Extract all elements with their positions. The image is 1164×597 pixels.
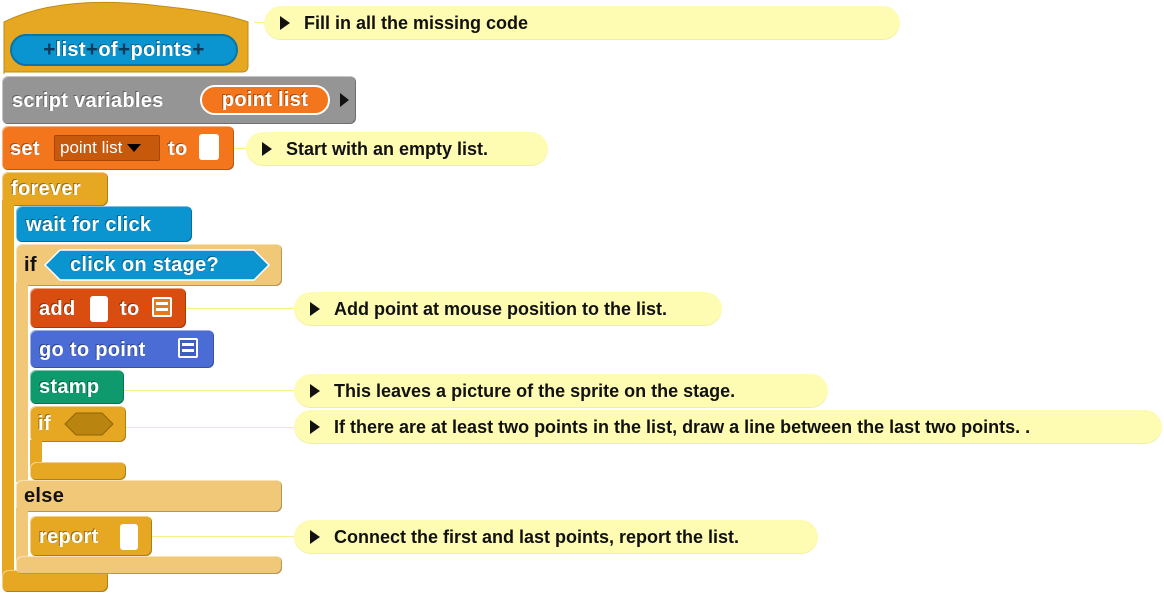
else-label: else [24,485,65,507]
arrow-right-icon[interactable] [310,302,320,316]
arrow-right-icon[interactable] [310,384,320,398]
go-to-point-label: go to point [39,339,146,361]
inner-if-top[interactable]: if [30,406,126,442]
value-input-slot[interactable] [199,134,219,160]
forever-top[interactable]: forever [2,172,108,206]
add-item-slot[interactable] [90,296,108,322]
add-to-label: to [120,298,140,320]
inner-if-label: if [38,413,51,435]
arrow-right-icon[interactable] [340,93,349,107]
set-block[interactable]: set point list to [2,126,234,170]
set-label: set [10,138,40,160]
hat-block[interactable]: + list + of + points + [0,0,254,74]
plus-4[interactable]: + [192,38,205,61]
if-else-arm-bottom [16,508,28,564]
comment-fill-missing[interactable]: Fill in all the missing code [264,6,900,40]
proto-word-points: points [130,38,193,61]
plus-2[interactable]: + [85,38,99,61]
arrow-right-icon[interactable] [310,420,320,434]
inner-if-bottom [30,462,126,480]
script-variables-label: script variables [12,90,164,112]
else-bar: else [16,480,282,512]
stamp-block[interactable]: stamp [30,370,124,404]
forever-label: forever [11,178,81,200]
comment-text: Fill in all the missing code [304,12,529,33]
report-value-slot[interactable] [120,524,138,550]
stamp-label: stamp [39,376,100,398]
arrow-right-icon[interactable] [262,142,272,156]
report-label: report [39,526,99,548]
predicate-label: click on stage? [70,254,219,276]
click-on-stage-predicate[interactable]: click on stage? [44,249,270,281]
variable-dropdown[interactable]: point list [54,135,160,161]
predicate-shape [44,249,270,281]
if-label: if [24,254,37,276]
report-block[interactable]: report [30,516,152,556]
arrow-right-icon[interactable] [310,530,320,544]
to-label: to [168,138,188,160]
proto-word-of: of [98,38,118,61]
proto-word-list: list [55,38,86,61]
comment-text: Start with an empty list. [286,138,489,159]
add-block[interactable]: add to [30,288,186,328]
plus-3[interactable]: + [117,38,131,61]
wait-for-click-label: wait for click [26,214,152,236]
arrow-right-icon[interactable] [280,16,290,30]
if-else-arm-top [16,282,28,482]
if-else-top[interactable]: if click on stage? [16,244,282,286]
comment-draw-line[interactable]: If there are at least two points in the … [294,410,1162,444]
comment-add-point[interactable]: Add point at mouse position to the list. [294,292,722,326]
dropdown-value: point list [60,138,123,157]
add-label: add [39,298,76,320]
comment-text: This leaves a picture of the sprite on t… [334,380,736,401]
variable-blob-point-list[interactable]: point list [200,85,330,115]
comment-text: If there are at least two points in the … [334,416,1031,437]
custom-block-prototype[interactable]: + list + of + points + [10,34,238,66]
comment-connector [234,148,248,149]
comment-report-list[interactable]: Connect the first and last points, repor… [294,520,818,554]
variable-name: point list [221,88,309,111]
comment-connector [124,390,296,391]
plus-1[interactable]: + [43,38,56,61]
go-to-point-block[interactable]: go to point [30,330,214,368]
forever-arm [2,200,14,578]
comment-connector [126,427,296,428]
list-slot-icon[interactable] [178,338,198,358]
inner-if-arm [30,440,42,468]
comment-connector [186,308,296,309]
list-slot-icon[interactable] [152,297,172,317]
comment-text: Add point at mouse position to the list. [334,298,667,319]
comment-connector [254,22,266,23]
comment-empty-list[interactable]: Start with an empty list. [246,132,548,166]
comment-connector [152,536,296,537]
if-else-bottom [16,556,282,574]
comment-text: Connect the first and last points, repor… [334,526,740,547]
wait-for-click-block[interactable]: wait for click [16,206,192,242]
comment-stamp[interactable]: This leaves a picture of the sprite on t… [294,374,828,408]
chevron-down-icon [127,144,142,152]
script-variables-block[interactable]: script variables point list [2,76,356,124]
forever-bottom [2,570,108,592]
empty-boolean-slot[interactable] [64,412,114,436]
